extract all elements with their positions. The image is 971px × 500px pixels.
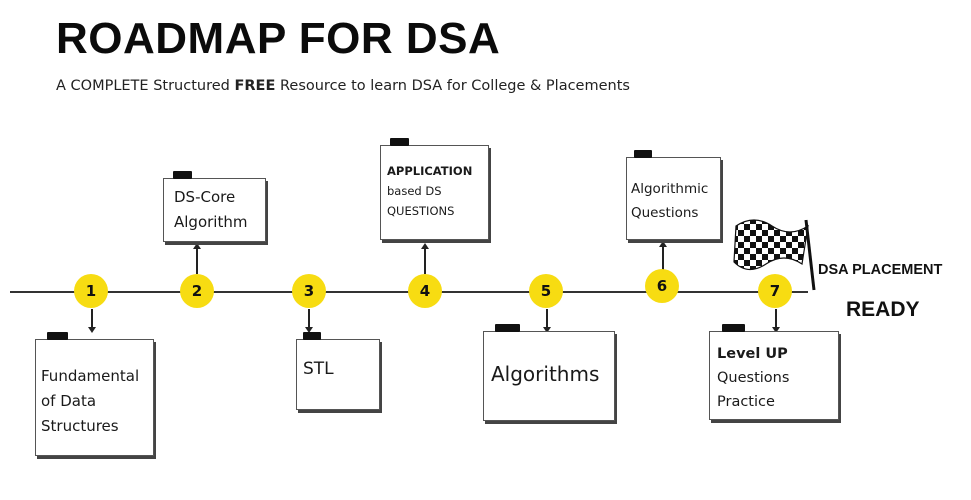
tape-mark xyxy=(390,138,409,146)
step-card-4-bold: APPLICATION xyxy=(387,164,473,178)
step-node-1: 1 xyxy=(74,274,108,308)
step-card-3-text: STL xyxy=(303,359,334,379)
step-node-6: 6 xyxy=(645,269,679,303)
tape-mark xyxy=(495,324,520,332)
step-card-5: Algorithms xyxy=(483,324,615,421)
checkered-flag-icon xyxy=(733,219,816,291)
ready-label: READY xyxy=(846,298,920,321)
step-node-2: 2 xyxy=(180,274,214,308)
step-card-7-text: Level UP Questions Practice xyxy=(717,346,790,410)
tape-mark xyxy=(722,324,745,332)
finish-label: DSA PLACEMENT xyxy=(818,262,943,278)
tape-mark xyxy=(173,171,192,179)
step-card-2-text: DS-Core Algorithm xyxy=(174,188,248,231)
page-subtitle: A COMPLETE Structured FREE Resource to l… xyxy=(56,78,630,94)
connector-4 xyxy=(421,243,428,274)
connector-2 xyxy=(193,243,200,274)
step-card-6: Algorithmic Questions xyxy=(626,150,721,240)
tape-mark xyxy=(303,332,321,340)
step-card-5-text: Algorithms xyxy=(491,362,600,386)
step-card-7-bold: Level UP xyxy=(717,346,788,362)
subtitle-emphasis: FREE xyxy=(234,78,276,94)
page-title: ROADMAP FOR DSA xyxy=(56,14,501,63)
step-card-6-text: Algorithmic Questions xyxy=(631,181,709,221)
connector-6 xyxy=(659,241,666,270)
step-card-7: Level UP Questions Practice xyxy=(709,324,839,420)
step-card-3: STL xyxy=(296,332,380,410)
connector-7 xyxy=(772,309,779,333)
step-node-3: 3 xyxy=(292,274,326,308)
step-card-2: DS-Core Algorithm xyxy=(163,171,266,242)
tape-mark xyxy=(47,332,68,340)
step-card-1-text: Fundamental of Data Structures xyxy=(41,367,140,435)
step-node-4: 4 xyxy=(408,274,442,308)
connector-1 xyxy=(88,309,95,333)
step-node-7: 7 xyxy=(758,274,792,308)
step-card-4-text: APPLICATION based DS QUESTIONS xyxy=(387,164,473,218)
connector-5 xyxy=(543,309,550,333)
step-node-5: 5 xyxy=(529,274,563,308)
connector-3 xyxy=(305,309,312,333)
step-card-4: APPLICATION based DS QUESTIONS xyxy=(380,138,489,240)
step-card-1: Fundamental of Data Structures xyxy=(35,332,154,456)
tape-mark xyxy=(634,150,652,158)
